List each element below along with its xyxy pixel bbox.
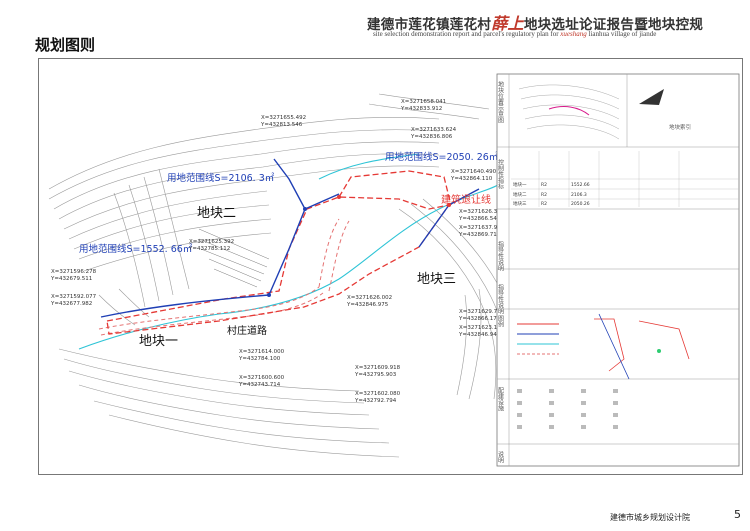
page-number: 5 <box>734 508 741 521</box>
coord-text: X=3271640.490 <box>451 169 497 175</box>
table-row-code: R2 <box>541 201 547 207</box>
table-row-name: 地块一 <box>513 181 527 188</box>
coord-text: X=3271600.600 <box>239 375 285 381</box>
panel-control-label: 控制性指标 <box>497 158 504 190</box>
panel-location-map-label: 地块位置示意图 <box>497 80 504 124</box>
panel-sketch-label: 地块索引 <box>669 123 691 131</box>
coord-text: Y=432743.714 <box>238 382 281 388</box>
coord-text: Y=432866.548 <box>458 216 501 222</box>
land-area-label-1: 用地范围线S=1552. 66㎡ <box>79 243 193 255</box>
header-subtitle-suffix: lianhua village of jiande <box>586 30 657 38</box>
coord-text: Y=432813.546 <box>260 122 303 128</box>
north-arrow-icon <box>639 89 664 105</box>
coord-text: X=3271623.110 <box>459 325 505 331</box>
coord-text: Y=432833.912 <box>400 106 442 112</box>
header-title-suffix: 地块选址论证报告暨地块控规 <box>523 17 704 33</box>
location-map-sketch <box>518 84 620 140</box>
header-subtitle-brand: xueshang <box>560 30 587 38</box>
header-title: 建德市莲花镇莲花村薛上地块选址论证报告暨地块控规 <box>367 10 703 34</box>
land-area-label-2: 用地范围线S=2106. 3㎡ <box>167 172 275 184</box>
coord-text: X=3271626.002 <box>347 295 392 301</box>
coord-text: Y=432785.112 <box>188 246 230 252</box>
label-parcel-three: 地块三 <box>417 272 456 287</box>
facility-icons <box>517 389 618 429</box>
panel-notes-mid-label: 指导性说明 <box>497 283 504 315</box>
coord-text: Y=432677.982 <box>50 301 92 307</box>
parcel-boundary-red <box>106 170 452 335</box>
label-setback-line: 建筑退让线 <box>441 193 491 206</box>
coord-text: Y=432836.806 <box>410 134 453 140</box>
mini-parcel-sketch <box>594 313 690 380</box>
coord-text: Y=432846.940 <box>458 332 501 338</box>
coord-text: X=3271633.624 <box>411 127 457 133</box>
table-row-name: 地块三 <box>513 200 527 207</box>
legend-lines <box>517 323 559 355</box>
coord-text: X=3271629.755 <box>459 309 505 315</box>
boundary-markers <box>267 195 451 297</box>
label-village-road: 村庄道路 <box>227 324 267 337</box>
header-title-prefix: 建德市莲花镇莲花村 <box>367 17 492 33</box>
plan-frame: 地块一 地块二 地块三 村庄道路 建筑退让线 用地范围线S=1552. 66㎡ … <box>38 58 743 475</box>
coord-text: X=3271637.963 <box>459 225 505 231</box>
coord-text: Y=432864.110 <box>450 176 493 182</box>
table-row-area: 2050.26 <box>571 201 590 207</box>
coord-text: X=3271625.392 <box>189 239 234 245</box>
coord-text: Y=432679.511 <box>50 276 92 282</box>
coord-text: X=3271596.278 <box>51 269 97 275</box>
panel-notes-label: 说明 <box>497 450 504 464</box>
coord-text: Y=432795.903 <box>354 372 397 378</box>
panel-facilities-label: 配建设施 <box>497 387 504 412</box>
table-row-area: 1552.66 <box>571 182 590 188</box>
land-area-label-3: 用地范围线S=2050. 26㎡ <box>385 151 499 163</box>
coord-text: Y=432866.176 <box>458 316 501 322</box>
table-row-code: R2 <box>541 182 547 188</box>
coord-text: X=3271609.918 <box>355 365 401 371</box>
coord-text: Y=432784.100 <box>238 356 281 362</box>
coord-text: X=3271658.041 <box>401 99 446 105</box>
table-row-area: 2106.3 <box>571 192 587 198</box>
coord-text: Y=432846.975 <box>346 302 389 308</box>
coord-text: X=3271602.080 <box>355 391 401 397</box>
hatched-slope <box>198 228 270 288</box>
panel-legend-label: 图例 <box>497 315 504 328</box>
footer-organization: 建德市城乡规划设计院 <box>610 513 690 522</box>
header-subtitle-prefix: site selection demonstration report and … <box>373 30 561 38</box>
table-row-code: R2 <box>541 192 547 198</box>
info-panel: 地块位置示意图 控制性指标 指导性说明 指导性说明 图例 配建设施 说明 地块索… <box>497 73 740 467</box>
coord-text: X=3271655.492 <box>261 115 306 121</box>
label-parcel-one: 地块一 <box>139 334 178 349</box>
coordinate-labels: X=3271655.492 Y=432813.546 X=3271658.041… <box>50 99 505 404</box>
village-road-lines <box>98 218 350 336</box>
coord-text: Y=432792.794 <box>354 398 397 404</box>
coord-text: X=3271626.380 <box>459 209 505 215</box>
control-table <box>511 151 739 207</box>
section-title: 规划图则 <box>35 36 96 54</box>
table-row-name: 地块二 <box>513 191 527 198</box>
label-parcel-two: 地块二 <box>197 206 236 221</box>
plan-drawing: 地块一 地块二 地块三 村庄道路 建筑退让线 用地范围线S=1552. 66㎡ … <box>48 73 740 467</box>
coord-text: Y=432869.713 <box>458 232 501 238</box>
coord-text: X=3271592.077 <box>51 294 97 300</box>
panel-guiding-label: 指导性说明 <box>497 240 504 272</box>
header-title-brand: 薛上 <box>491 14 524 33</box>
header-subtitle: site selection demonstration report and … <box>373 30 656 38</box>
coord-text: X=3271614.000 <box>239 349 285 355</box>
